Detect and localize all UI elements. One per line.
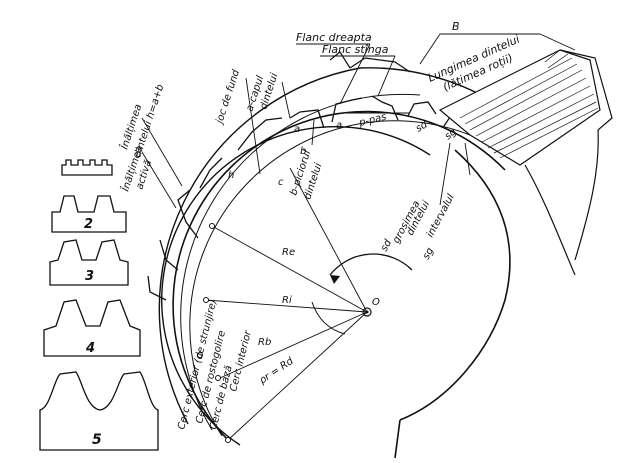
label-Re: Re bbox=[282, 247, 295, 258]
label-a2: a bbox=[336, 120, 342, 131]
arc-markers bbox=[197, 223, 231, 443]
label-flank-left: Flanc stînga bbox=[322, 43, 389, 56]
labels: Flanc dreapta Flanc stînga B Lungimea di… bbox=[84, 20, 522, 448]
label-sd: sd bbox=[414, 119, 430, 135]
label-pitch: p-pas bbox=[357, 112, 387, 130]
label-Rb: Rb bbox=[258, 337, 271, 348]
label-width-letter: B bbox=[452, 20, 460, 33]
base-circle-arc bbox=[189, 120, 471, 437]
outer-circle-arc bbox=[158, 67, 361, 425]
radius-Ri bbox=[205, 299, 368, 313]
label-center: O bbox=[372, 297, 380, 308]
label-flank-right: Flanc dreapta bbox=[296, 31, 372, 44]
tooth-profile-3 bbox=[49, 239, 129, 286]
radius-lines bbox=[205, 167, 368, 441]
label-Rd: ρr = Rd bbox=[258, 355, 297, 386]
gear-center bbox=[311, 253, 413, 335]
label-Ri: Ri bbox=[282, 295, 292, 306]
label-clearance: joc de fund bbox=[214, 68, 243, 127]
gear-body-edge bbox=[394, 149, 511, 459]
leader-lines bbox=[141, 33, 576, 209]
label-sg-lower: sg bbox=[421, 246, 436, 261]
tooth-profile-5 bbox=[39, 371, 159, 451]
radius-Rb bbox=[219, 311, 368, 379]
label-a: a bbox=[294, 124, 300, 135]
label-sd-lower: sd bbox=[379, 237, 394, 253]
profile-label-2: 2 bbox=[84, 217, 93, 232]
inner-body-arc bbox=[160, 125, 431, 446]
tooth-width-block bbox=[438, 49, 613, 276]
label-root-circle: Cerc interior bbox=[228, 329, 254, 393]
label-c: c bbox=[278, 177, 284, 188]
profile-label-4: 4 bbox=[85, 341, 95, 356]
rotation-arrow bbox=[329, 253, 413, 276]
profile-label-5: 5 bbox=[92, 432, 102, 448]
gear-circles bbox=[158, 67, 521, 446]
root-circle-arc bbox=[172, 110, 506, 441]
label-b: b bbox=[300, 146, 306, 157]
tooth-flank-region bbox=[329, 51, 411, 73]
tooth-profile-4 bbox=[43, 299, 141, 357]
label-h: h bbox=[228, 170, 234, 181]
radius-Re bbox=[211, 225, 368, 313]
tooth-profile-2 bbox=[51, 195, 127, 233]
profile-label-3: 3 bbox=[85, 269, 94, 284]
tooth-profile-1 bbox=[61, 159, 113, 176]
